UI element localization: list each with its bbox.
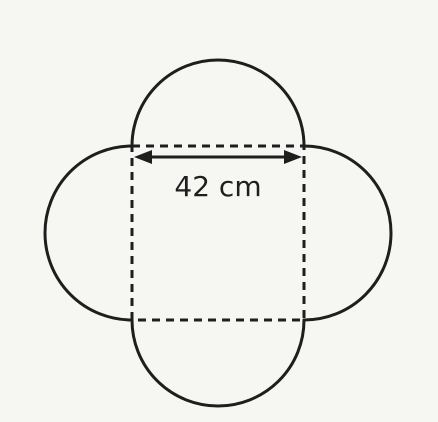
- left-semicircle: [43, 144, 134, 322]
- dashed-square: [130, 144, 306, 322]
- bottom-semicircle: [130, 318, 306, 408]
- left-arrowhead: [134, 150, 152, 164]
- right-semicircle: [302, 144, 393, 322]
- side-length-label: 42 cm: [174, 170, 261, 203]
- top-semicircle: [130, 58, 306, 148]
- right-arrowhead: [284, 150, 302, 164]
